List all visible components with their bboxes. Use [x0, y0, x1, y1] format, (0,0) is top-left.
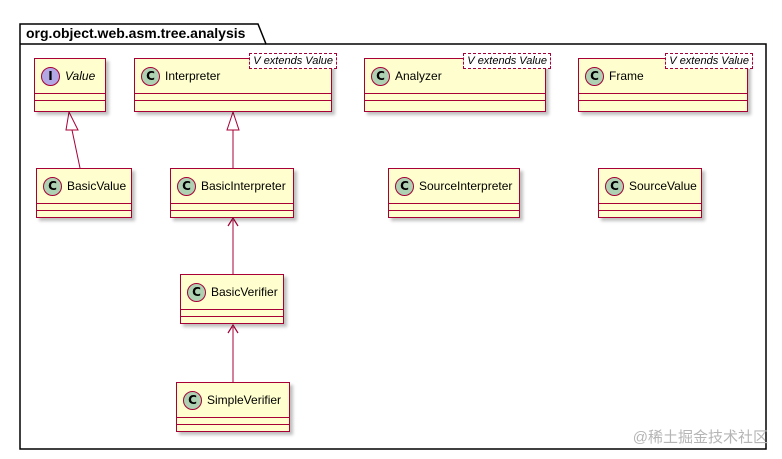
- class-badge-icon: C: [183, 390, 202, 410]
- class-badge-icon: C: [177, 176, 196, 196]
- class-badge-icon: C: [585, 66, 604, 86]
- class-methods-section: [389, 210, 519, 217]
- class-badge-icon: C: [371, 66, 390, 86]
- class-fields-section: [135, 93, 331, 100]
- class-fields-section: [579, 93, 747, 100]
- class-basic-interpreter[interactable]: C BasicInterpreter: [170, 168, 294, 218]
- class-analyzer[interactable]: V extends Value C Analyzer: [364, 53, 551, 112]
- open-arrowhead: [227, 323, 239, 334]
- class-name: Analyzer: [395, 69, 442, 83]
- class-methods-section: [171, 210, 293, 217]
- class-name: BasicVerifier: [211, 285, 278, 299]
- package-name: org.object.web.asm.tree.analysis: [26, 25, 246, 41]
- class-source-interpreter[interactable]: C SourceInterpreter: [388, 168, 520, 218]
- class-fields-section: [389, 203, 519, 210]
- class-badge-icon: C: [395, 176, 414, 196]
- class-fields-section: [171, 203, 293, 210]
- class-methods-section: [579, 100, 747, 107]
- class-name: Value: [65, 69, 96, 83]
- generic-parameter: V extends Value: [463, 53, 551, 69]
- relation-basicvalue-value: [65, 110, 81, 169]
- class-methods-section: [35, 100, 105, 107]
- class-fields-section: [37, 203, 131, 210]
- class-methods-section: [37, 210, 131, 217]
- class-methods-section: [599, 210, 701, 217]
- class-fields-section: [35, 93, 105, 100]
- class-methods-section: [135, 100, 331, 107]
- hollow-triangle-arrowhead: [226, 110, 240, 131]
- class-simple-verifier[interactable]: C SimpleVerifier: [176, 382, 290, 432]
- class-value[interactable]: I Value: [34, 58, 106, 112]
- generic-parameter: V extends Value: [665, 53, 753, 69]
- class-methods-section: [365, 100, 545, 107]
- class-name: SimpleVerifier: [207, 393, 282, 407]
- open-arrowhead: [227, 216, 239, 227]
- relation-simpleverifier-basicverifier: [227, 323, 239, 382]
- class-name: Interpreter: [165, 69, 221, 83]
- class-badge-icon: C: [187, 282, 206, 302]
- class-methods-section: [177, 424, 289, 431]
- class-fields-section: [365, 93, 545, 100]
- relation-basicverifier-basicinterpreter: [227, 216, 239, 274]
- class-fields-section: [181, 309, 283, 316]
- generic-parameter: V extends Value: [249, 53, 337, 69]
- class-frame[interactable]: V extends Value C Frame: [578, 53, 753, 112]
- class-source-value[interactable]: C SourceValue: [598, 168, 702, 218]
- class-basic-verifier[interactable]: C BasicVerifier: [180, 274, 284, 324]
- class-name: BasicValue: [67, 179, 127, 193]
- package-outline: [19, 23, 767, 450]
- class-name: SourceInterpreter: [419, 179, 513, 193]
- class-interpreter[interactable]: V extends Value C Interpreter: [134, 53, 337, 112]
- hollow-triangle-arrowhead: [65, 110, 79, 131]
- watermark: @稀土掘金技术社区: [632, 429, 768, 446]
- class-name: Frame: [609, 69, 644, 83]
- class-badge-icon: C: [43, 176, 62, 196]
- interface-badge-icon: I: [41, 66, 60, 86]
- class-name: BasicInterpreter: [201, 179, 286, 193]
- class-fields-section: [599, 203, 701, 210]
- class-methods-section: [181, 316, 283, 323]
- class-badge-icon: C: [141, 66, 160, 86]
- class-badge-icon: C: [605, 176, 624, 196]
- relation-basicinterpreter-interpreter: [226, 110, 240, 168]
- class-basic-value[interactable]: C BasicValue: [36, 168, 132, 218]
- class-fields-section: [177, 417, 289, 424]
- class-name: SourceValue: [629, 179, 697, 193]
